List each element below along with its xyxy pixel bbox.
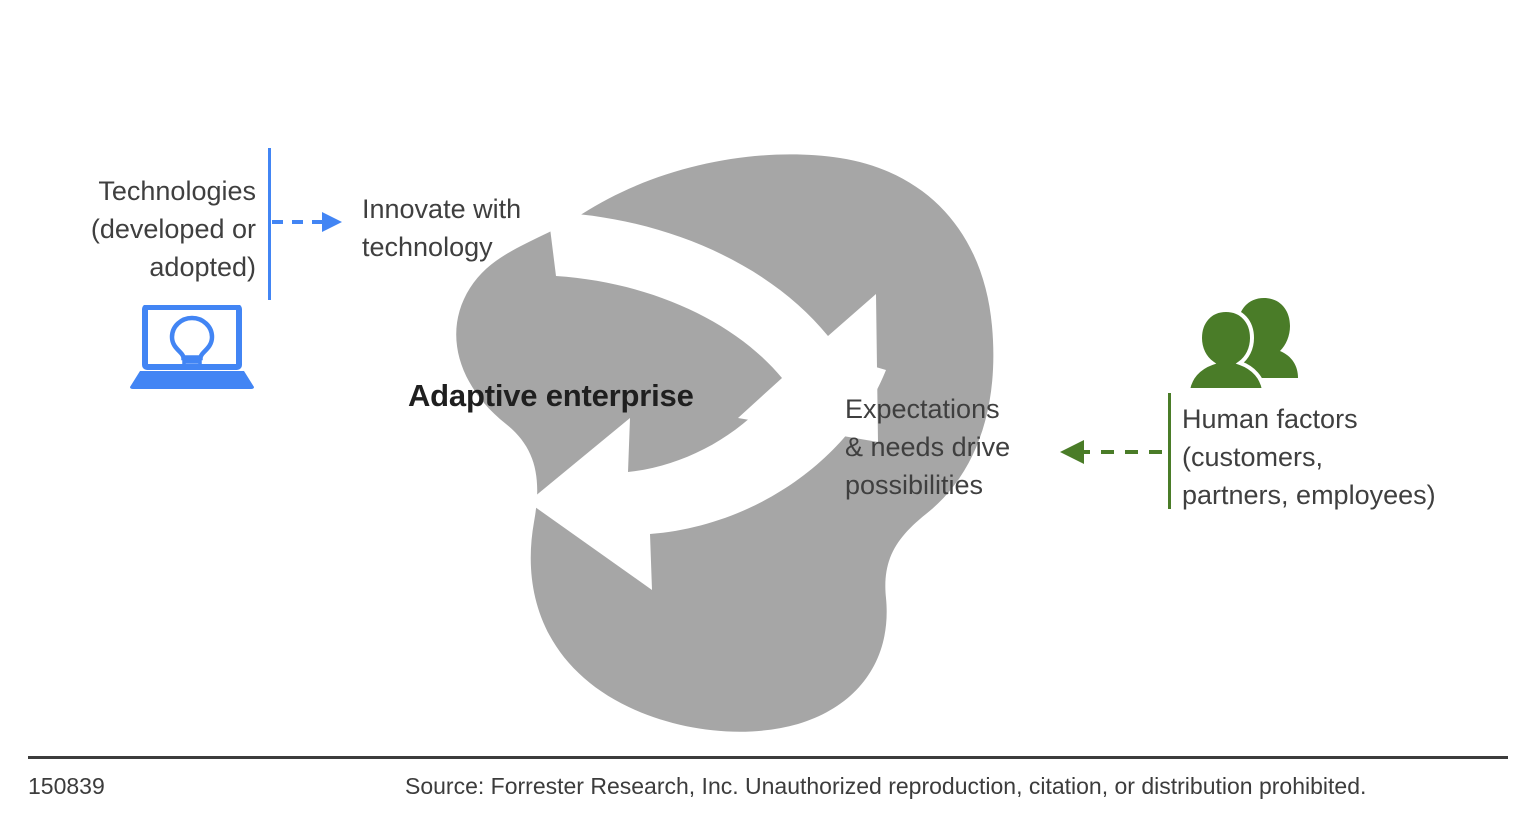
- technologies-label-line-3: adopted): [149, 252, 256, 282]
- expectations-label-line-1: Expectations: [845, 394, 1000, 424]
- footer-divider: [28, 756, 1508, 759]
- human-factors-label: Human factors (customers, partners, empl…: [1182, 400, 1502, 514]
- human-factors-label-line-3: partners, employees): [1182, 480, 1436, 510]
- two-people-icon: [1185, 294, 1302, 392]
- page-title: Adaptive enterprise: [408, 378, 694, 413]
- technologies-label-line-2: (developed or: [90, 214, 256, 244]
- adaptive-enterprise-blob: [456, 154, 994, 732]
- expectations-label-line-3: possibilities: [845, 470, 984, 500]
- expectations-label-line-2: & needs drive: [845, 432, 1011, 462]
- technologies-label-line-1: Technologies: [98, 176, 256, 206]
- technologies-label: Technologies (developed or adopted): [42, 172, 256, 286]
- human-factors-dashed-arrow-left-icon: [1058, 438, 1162, 466]
- human-factors-connector-rule: [1168, 393, 1171, 509]
- laptop-lightbulb-icon: [130, 304, 254, 391]
- technologies-dashed-arrow-right-icon: [272, 207, 348, 237]
- footer-document-id: 150839: [28, 773, 105, 799]
- innovate-label-line-2: technology: [362, 232, 493, 262]
- footer-source-note: Source: Forrester Research, Inc. Unautho…: [405, 773, 1367, 799]
- blob-body: [456, 154, 994, 732]
- expectations-needs-label: Expectations & needs drive possibilities: [845, 390, 1055, 504]
- innovate-with-technology-label: Innovate with technology: [362, 190, 582, 266]
- human-factors-label-line-2: (customers,: [1182, 442, 1324, 472]
- technologies-connector-rule: [268, 148, 271, 300]
- innovate-label-line-1: Innovate with: [362, 194, 522, 224]
- human-factors-label-line-1: Human factors: [1182, 404, 1358, 434]
